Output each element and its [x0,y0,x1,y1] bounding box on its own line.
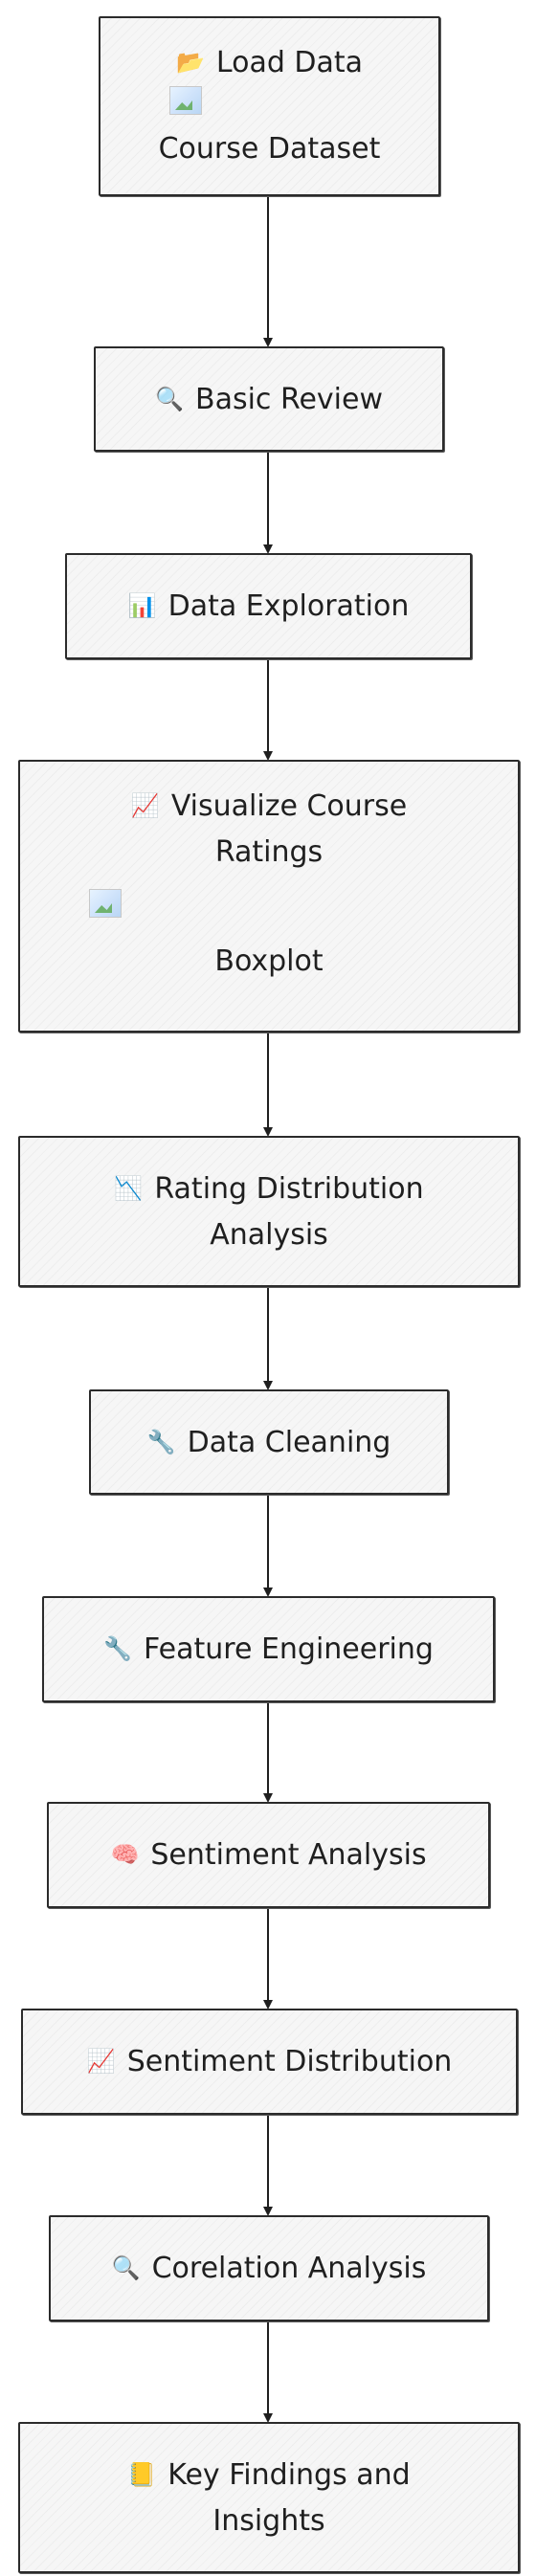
node-rating-distribution-analysis: 📉 Rating Distribution Analysis [18,1136,520,1287]
broken-image-icon [89,889,122,918]
node-load-data: 📂 Load Data Course Dataset [99,16,440,196]
node-label: Rating Distribution [154,1172,424,1206]
open-folder-icon: 📂 [175,49,205,76]
node-data-cleaning: 🔧 Data Cleaning [89,1389,449,1495]
node-label: Feature Engineering [144,1632,434,1666]
node-label: Corelation Analysis [151,2252,427,2285]
node-label: Visualize Course [170,789,408,823]
node-label: Key Findings and [168,2458,411,2492]
node-label: Load Data [215,46,364,79]
node-label-line-2: Ratings [214,835,324,869]
node-label: Data Exploration [168,589,410,623]
node-label: Sentiment Analysis [150,1838,427,1872]
chart-increasing-icon: 📈 [130,792,160,819]
wrench-icon: 🔧 [146,1429,176,1455]
node-sentiment-distribution: 📈 Sentiment Distribution [21,2009,518,2115]
node-data-exploration: 📊 Data Exploration [65,553,472,659]
node-caption: Course Dataset [158,132,381,166]
brain-icon: 🧠 [110,1841,140,1868]
magnifier-icon: 🔍 [155,386,184,412]
node-label-line-2: Analysis [210,1218,328,1252]
node-key-findings-and-insights: 📒 Key Findings and Insights [18,2422,520,2573]
node-label: Sentiment Distribution [126,2045,453,2078]
node-feature-engineering: 🔧 Feature Engineering [42,1596,495,1702]
chart-decreasing-icon: 📉 [114,1175,144,1202]
node-sentiment-analysis: 🧠 Sentiment Analysis [47,1802,490,1908]
node-caption: Boxplot [214,944,324,978]
bar-chart-icon: 📊 [127,592,157,619]
wrench-icon: 🔧 [103,1635,132,1662]
chart-increasing-icon: 📈 [86,2048,116,2075]
node-label: Basic Review [195,383,383,416]
node-visualize-course-ratings: 📈 Visualize Course Ratings Boxplot [18,760,520,1033]
node-label: Data Cleaning [187,1426,391,1459]
broken-image-icon [169,86,202,115]
notebook-icon: 📒 [127,2461,157,2488]
node-label-line-2: Insights [212,2504,325,2538]
node-basic-review: 🔍 Basic Review [94,346,444,452]
magnifier-icon: 🔍 [111,2254,141,2281]
node-corelation-analysis: 🔍 Corelation Analysis [49,2215,489,2321]
